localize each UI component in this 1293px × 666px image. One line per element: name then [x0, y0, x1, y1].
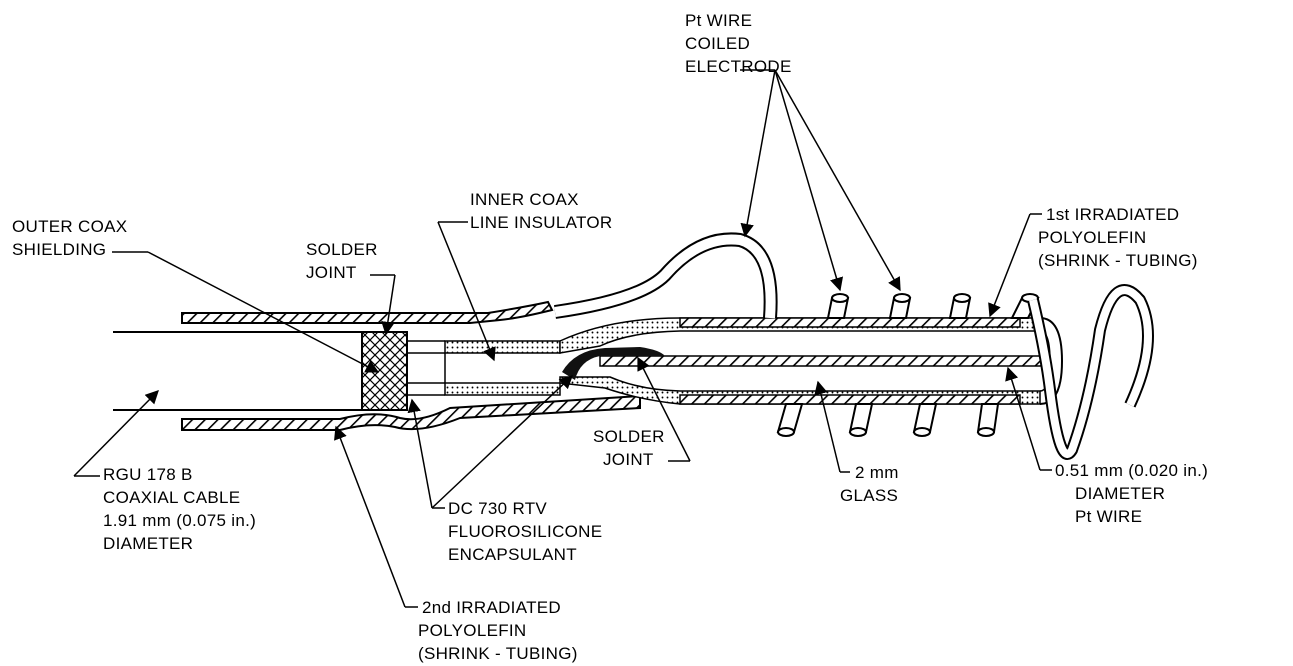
label-inner-coax-insulator: INNER COAX LINE INSULATOR — [470, 190, 612, 232]
second-shrink-tubing-top — [181, 300, 554, 324]
label-second-irradiated-polyolefin: 2nd IRRADIATED POLYOLEFIN (SHRINK - TUBI… — [418, 598, 578, 663]
coil-stubs-bottom — [776, 403, 1000, 437]
label-encapsulant: DC 730 RTV FLUOROSILICONE ENCAPSULANT — [448, 499, 607, 564]
inner-coax-insulator-bottom — [444, 382, 561, 396]
label-solder-joint-top: SOLDER JOINT — [306, 240, 383, 282]
label-solder-joint-bottom: SOLDER JOINT — [593, 427, 670, 469]
rtv-encapsulant — [562, 347, 665, 380]
label-glass: 2 mm GLASS — [840, 463, 904, 505]
first-shrink-tubing-top — [679, 317, 1021, 328]
center-pt-wire — [599, 355, 1047, 367]
coil-stubs-top — [826, 293, 1040, 319]
first-shrink-tubing-bottom — [679, 394, 1021, 405]
label-pt-wire-coiled-electrode: Pt WIRE COILED ELECTRODE — [685, 11, 792, 76]
label-pt-wire-diameter: 0.51 mm (0.020 in.) DIAMETER Pt WIRE — [1055, 461, 1213, 526]
label-outer-coax-shielding: OUTER COAX SHIELDING — [12, 217, 132, 259]
leader-lines — [73, 69, 1052, 608]
second-shrink-tubing-bottom — [181, 394, 641, 431]
label-coaxial-cable: RGU 178 B COAXIAL CABLE 1.91 mm (0.075 i… — [103, 465, 261, 553]
outer-coax-shielding — [361, 331, 408, 411]
inner-coax-insulator-top — [444, 340, 561, 354]
label-first-irradiated-polyolefin: 1st IRRADIATED POLYOLEFIN (SHRINK - TUBI… — [1038, 205, 1198, 270]
